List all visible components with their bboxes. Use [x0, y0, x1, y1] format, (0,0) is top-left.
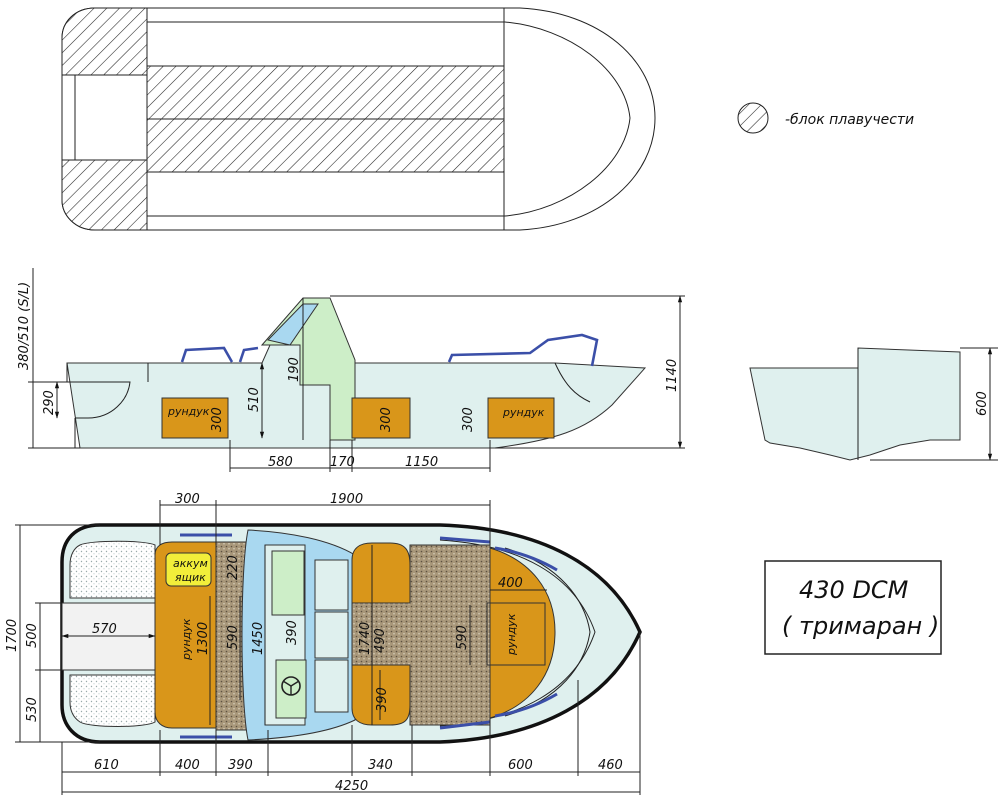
dim-floor-len: 1740 — [358, 622, 373, 655]
dim-front-seat-w: 390 — [375, 687, 390, 712]
plan-stern-cushion-lower — [69, 674, 156, 727]
title-line-2: ( тримаран ) — [782, 612, 939, 640]
dim-bottom-f: 460 — [598, 758, 623, 773]
dim-total-len: 4250 — [335, 779, 368, 794]
side-box1-height: 300 — [210, 407, 225, 432]
side-box2-height: 300 — [379, 407, 394, 432]
dim-len-c: 1150 — [405, 455, 438, 470]
plan-battery-box — [165, 552, 212, 587]
dim-bow-seat-w: 590 — [455, 625, 470, 650]
dim-beam: 1700 — [5, 619, 20, 652]
dim-section-height: 600 — [975, 391, 990, 416]
battery-label-1: аккум — [173, 557, 208, 570]
dim-floor-w: 490 — [373, 628, 388, 653]
rail-console — [238, 346, 259, 363]
inner-deck-line — [147, 21, 631, 217]
plan-console-right-lower — [314, 659, 349, 713]
steering-wheel-icon — [281, 676, 301, 696]
stern-cutout-curve — [67, 381, 131, 419]
title-box-frame — [764, 560, 942, 655]
legend: -блок плавучести — [737, 102, 914, 134]
rail-stern — [180, 346, 234, 363]
dim-battery-220: 220 — [226, 555, 241, 580]
dim-top-b: 1900 — [330, 492, 363, 507]
dim-total-height: 1140 — [665, 359, 680, 392]
dim-len-a: 580 — [268, 455, 293, 470]
dim-windscreen: 390 — [285, 620, 300, 645]
legend-text: -блок плавучести — [785, 112, 914, 128]
plan-bow-storage — [486, 602, 546, 666]
dim-cutout-len: 570 — [92, 622, 117, 637]
dim-seat-len: 1300 — [196, 622, 211, 655]
section-view: 600 — [749, 347, 998, 461]
plan-bow-line — [504, 547, 591, 717]
legend-hatch-swatch — [737, 102, 769, 134]
battery-label-2: ящик — [175, 571, 206, 584]
flotation-block-stern-upper — [61, 7, 148, 76]
plan-console-panel-upper — [271, 550, 305, 616]
plan-rail-bow-top — [494, 546, 558, 572]
dim-stern-height: 380/510 (S/L) — [17, 282, 32, 370]
plan-console-right-upper — [314, 559, 349, 611]
side-storage-label-1: рундук — [167, 405, 210, 418]
dim-console-height: 510 — [247, 387, 262, 412]
dim-side-lower: 530 — [25, 697, 40, 722]
windshield-glass — [267, 303, 319, 346]
dim-bottom-e: 600 — [508, 758, 533, 773]
section-hull — [749, 347, 961, 461]
dim-bottom-a: 610 — [94, 758, 119, 773]
side-box3-height: 300 — [461, 407, 476, 432]
plan-rail-bottom — [439, 720, 491, 730]
side-storage-box-1 — [161, 397, 229, 439]
dim-side-upper: 500 — [25, 623, 40, 648]
dim-bottom-b: 400 — [175, 758, 200, 773]
dim-console-len: 1450 — [251, 622, 266, 655]
top-flotation-view — [61, 7, 656, 231]
plan-console-right-mid — [314, 611, 349, 659]
transom-notch — [62, 74, 76, 161]
title-line-1: 430 DCM — [799, 576, 909, 604]
plan-view: аккум ящик рундук рундук — [5, 492, 642, 795]
dim-len-b: 170 — [330, 455, 355, 470]
plan-front-seat-upper — [351, 542, 411, 604]
side-storage-label-3: рундук — [502, 406, 545, 419]
plan-bow-storage-label: рундук — [505, 613, 518, 656]
dim-windshield: 190 — [287, 357, 302, 382]
dim-bottom-d: 340 — [368, 758, 393, 773]
dim-bow-seat-depth: 400 — [498, 576, 523, 591]
side-view: рундук рундук 300 300 300 380/510 (S/L) … — [17, 268, 685, 472]
dim-top-a: 300 — [175, 492, 200, 507]
plan-stern-cushion-upper — [69, 540, 156, 599]
flotation-block-stern-lower — [61, 159, 148, 231]
dim-transom-cutout: 290 — [42, 390, 57, 415]
dim-bottom-c: 390 — [228, 758, 253, 773]
dim-seat-w: 590 — [226, 625, 241, 650]
bow-line — [554, 362, 591, 403]
side-storage-box-2 — [351, 397, 411, 439]
plan-rail-top — [439, 536, 491, 544]
side-storage-box-3 — [487, 397, 555, 439]
title-box: 430 DCM ( тримаран ) — [764, 560, 942, 655]
plan-rail-bow-bottom — [494, 692, 558, 718]
rail-bow — [447, 333, 599, 367]
plan-aft-storage-label: рундук — [180, 618, 193, 661]
